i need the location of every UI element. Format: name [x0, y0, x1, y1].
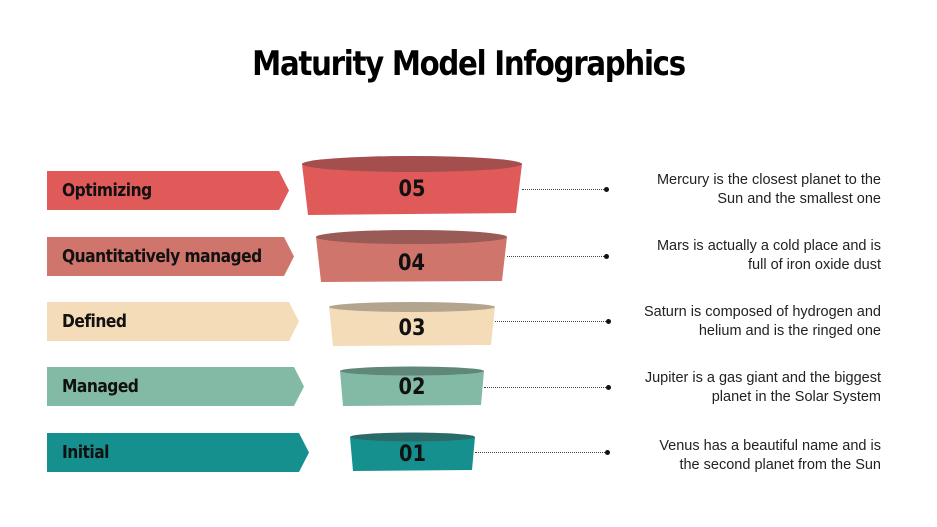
- level-number: 03: [398, 316, 426, 341]
- level-label: Optimizing: [62, 180, 152, 201]
- level-arrow-defined: Defined: [47, 302, 299, 341]
- connector-dot: [606, 319, 611, 324]
- level-label: Defined: [62, 311, 127, 332]
- cup-level-03: 03: [329, 301, 495, 348]
- cup-shape: [329, 302, 495, 346]
- connector-dot: [605, 450, 610, 455]
- cup-level-01: 01: [350, 432, 475, 474]
- level-description: Venus has a beautiful name and is the se…: [659, 438, 881, 473]
- level-arrow-initial: Initial: [47, 433, 309, 472]
- level-number: 02: [398, 375, 426, 400]
- arrow-shape: [47, 237, 294, 276]
- level-description: Saturn is composed of hydrogen and heliu…: [644, 304, 881, 339]
- connector-dot: [604, 254, 609, 259]
- level-description: Mars is actually a cold place and is ful…: [656, 238, 881, 273]
- cup-shape: [340, 366, 484, 406]
- connector-line: [522, 189, 604, 190]
- level-arrow-managed: Managed: [47, 367, 304, 406]
- arrow-shape: [47, 367, 304, 406]
- cup-level-04: 04: [316, 229, 507, 284]
- level-label: Quantitatively managed: [62, 246, 262, 267]
- level-number: 04: [398, 251, 425, 276]
- level-number: 01: [399, 442, 426, 467]
- level-description: Mercury is the closest planet to the Sun…: [656, 172, 881, 207]
- arrow-shape: [47, 302, 299, 341]
- connector-line: [507, 256, 604, 257]
- level-arrow-optimizing: Optimizing: [47, 171, 289, 210]
- connector-dot: [606, 385, 611, 390]
- level-label: Managed: [62, 376, 139, 397]
- arrow-shape: [47, 433, 309, 472]
- connector-dot: [604, 187, 609, 192]
- connector-line: [475, 452, 605, 453]
- cup-level-02: 02: [340, 366, 484, 408]
- level-arrow-quantitatively-managed: Quantitatively managed: [47, 237, 294, 276]
- level-description: Jupiter is a gas giant and the biggest p…: [644, 370, 881, 405]
- connector-line: [484, 387, 606, 388]
- cup-shape: [302, 156, 522, 215]
- page-title: Maturity Model Infographics: [252, 44, 686, 84]
- cup-shape: [350, 432, 475, 471]
- level-label: Initial: [62, 442, 109, 463]
- cup-shape: [316, 230, 507, 282]
- connector-line: [495, 321, 606, 322]
- level-number: 05: [398, 177, 426, 202]
- cup-level-05: 05: [302, 155, 522, 217]
- arrow-shape: [47, 171, 289, 210]
